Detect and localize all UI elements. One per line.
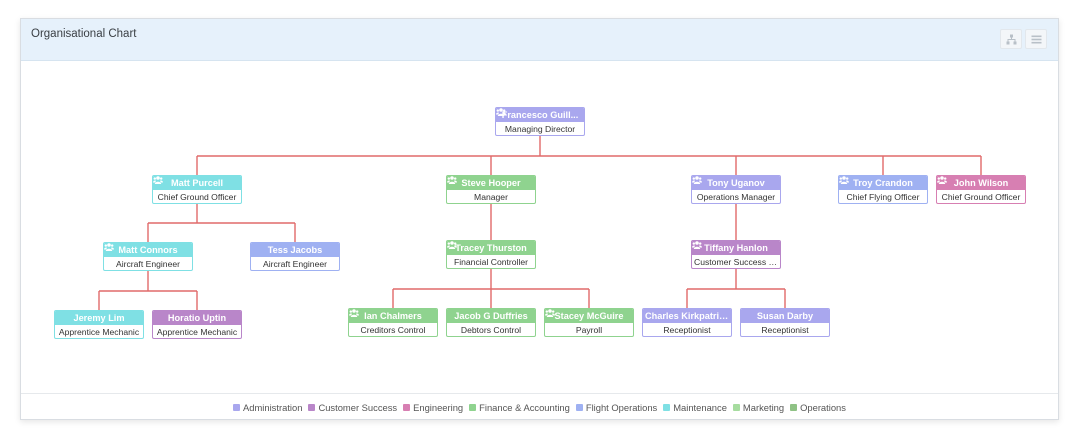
org-chart-view-button[interactable] bbox=[1000, 29, 1022, 49]
org-chart-icon bbox=[1006, 34, 1017, 45]
legend-swatch bbox=[790, 404, 798, 411]
legend-label: Maintenance bbox=[673, 402, 727, 413]
node-name: Steve Hooper bbox=[447, 176, 535, 190]
legend-label: Marketing bbox=[742, 402, 785, 413]
node-role: Chief Ground Officer bbox=[941, 192, 1021, 202]
node-name: Matt Purcell bbox=[153, 176, 241, 190]
node-role: Aircraft Engineer bbox=[115, 259, 180, 269]
legend-item-customer-success[interactable]: Customer Success bbox=[308, 394, 397, 421]
node-name: Tiffany Hanlon bbox=[692, 241, 780, 255]
department-legend: Administration Customer Success Engineerin… bbox=[21, 393, 1058, 421]
node-name: Tess Jacobs bbox=[251, 243, 339, 257]
node-name: Horatio Uptin bbox=[153, 311, 241, 325]
legend-swatch bbox=[575, 404, 583, 411]
legend-label: Customer Success bbox=[318, 402, 398, 413]
node-role: Financial Controller bbox=[453, 257, 529, 267]
panel-header: Organisational Chart bbox=[21, 19, 1058, 61]
node-role: Creditors Control bbox=[360, 325, 426, 335]
node-name: Susan Darby bbox=[741, 309, 829, 323]
legend-swatch bbox=[469, 404, 477, 411]
org-chart-panel: Organisational Chart Francesco Guill... M… bbox=[20, 18, 1059, 420]
node-name: Ian Chalmers bbox=[349, 309, 437, 323]
node-name: John Wilson bbox=[937, 176, 1025, 190]
legend-swatch bbox=[308, 404, 316, 411]
node-name: Jacob G Duffries bbox=[447, 309, 535, 323]
node-name: Tracey Thurston bbox=[447, 241, 535, 255]
legend-item-engineering[interactable]: Engineering bbox=[403, 394, 463, 421]
legend-item-administration[interactable]: Administration bbox=[233, 394, 302, 421]
node-role: Receptionist bbox=[761, 325, 809, 335]
node-role: Chief Flying Officer bbox=[846, 192, 920, 202]
legend-item-operations[interactable]: Operations bbox=[790, 394, 846, 421]
node-role: Operations Manager bbox=[696, 192, 776, 202]
node-role: Aircraft Engineer bbox=[262, 259, 327, 269]
node-name: Charles Kirkpatrick bbox=[643, 309, 731, 323]
legend-swatch bbox=[732, 404, 740, 411]
legend-label: Flight Operations bbox=[585, 402, 658, 413]
node-role: Apprentice Mechanic bbox=[58, 327, 140, 337]
list-view-button[interactable] bbox=[1025, 29, 1047, 49]
node-name: Stacey McGuire bbox=[545, 309, 633, 323]
node-role: Debtors Control bbox=[460, 325, 522, 335]
legend-swatch bbox=[663, 404, 671, 411]
node-role: Payroll bbox=[575, 325, 603, 335]
node-name: Tony Uganov bbox=[692, 176, 780, 190]
node-role: Manager bbox=[474, 192, 508, 202]
connector-lines bbox=[98, 136, 982, 310]
legend-label: Engineering bbox=[413, 402, 464, 413]
node-role: Chief Ground Officer bbox=[157, 192, 237, 202]
node-role: Managing Director bbox=[504, 124, 576, 134]
node-name: Matt Connors bbox=[104, 243, 192, 257]
legend-item-marketing[interactable]: Marketing bbox=[732, 394, 785, 421]
legend-swatch bbox=[403, 404, 411, 411]
panel-title: Organisational Chart bbox=[31, 28, 137, 40]
node-name: Troy Crandon bbox=[839, 176, 927, 190]
node-role: Receptionist bbox=[663, 325, 711, 335]
legend-item-flight-ops[interactable]: Flight Operations bbox=[575, 394, 658, 421]
node-role: Customer Success M... bbox=[694, 257, 780, 267]
legend-swatch bbox=[233, 404, 241, 411]
legend-item-maintenance[interactable]: Maintenance bbox=[663, 394, 727, 421]
legend-label: Administration bbox=[243, 402, 303, 413]
list-icon bbox=[1031, 35, 1042, 44]
legend-label: Operations bbox=[800, 402, 846, 413]
org-node-francesco-guill[interactable]: Francesco Guill... Managing Director bbox=[495, 107, 585, 136]
legend-label: Finance & Accounting bbox=[479, 402, 570, 413]
node-role: Apprentice Mechanic bbox=[156, 327, 238, 337]
node-name: Jeremy Lim bbox=[55, 311, 143, 325]
legend-item-finance[interactable]: Finance & Accounting bbox=[469, 394, 570, 421]
node-name: Francesco Guill... bbox=[496, 108, 584, 122]
